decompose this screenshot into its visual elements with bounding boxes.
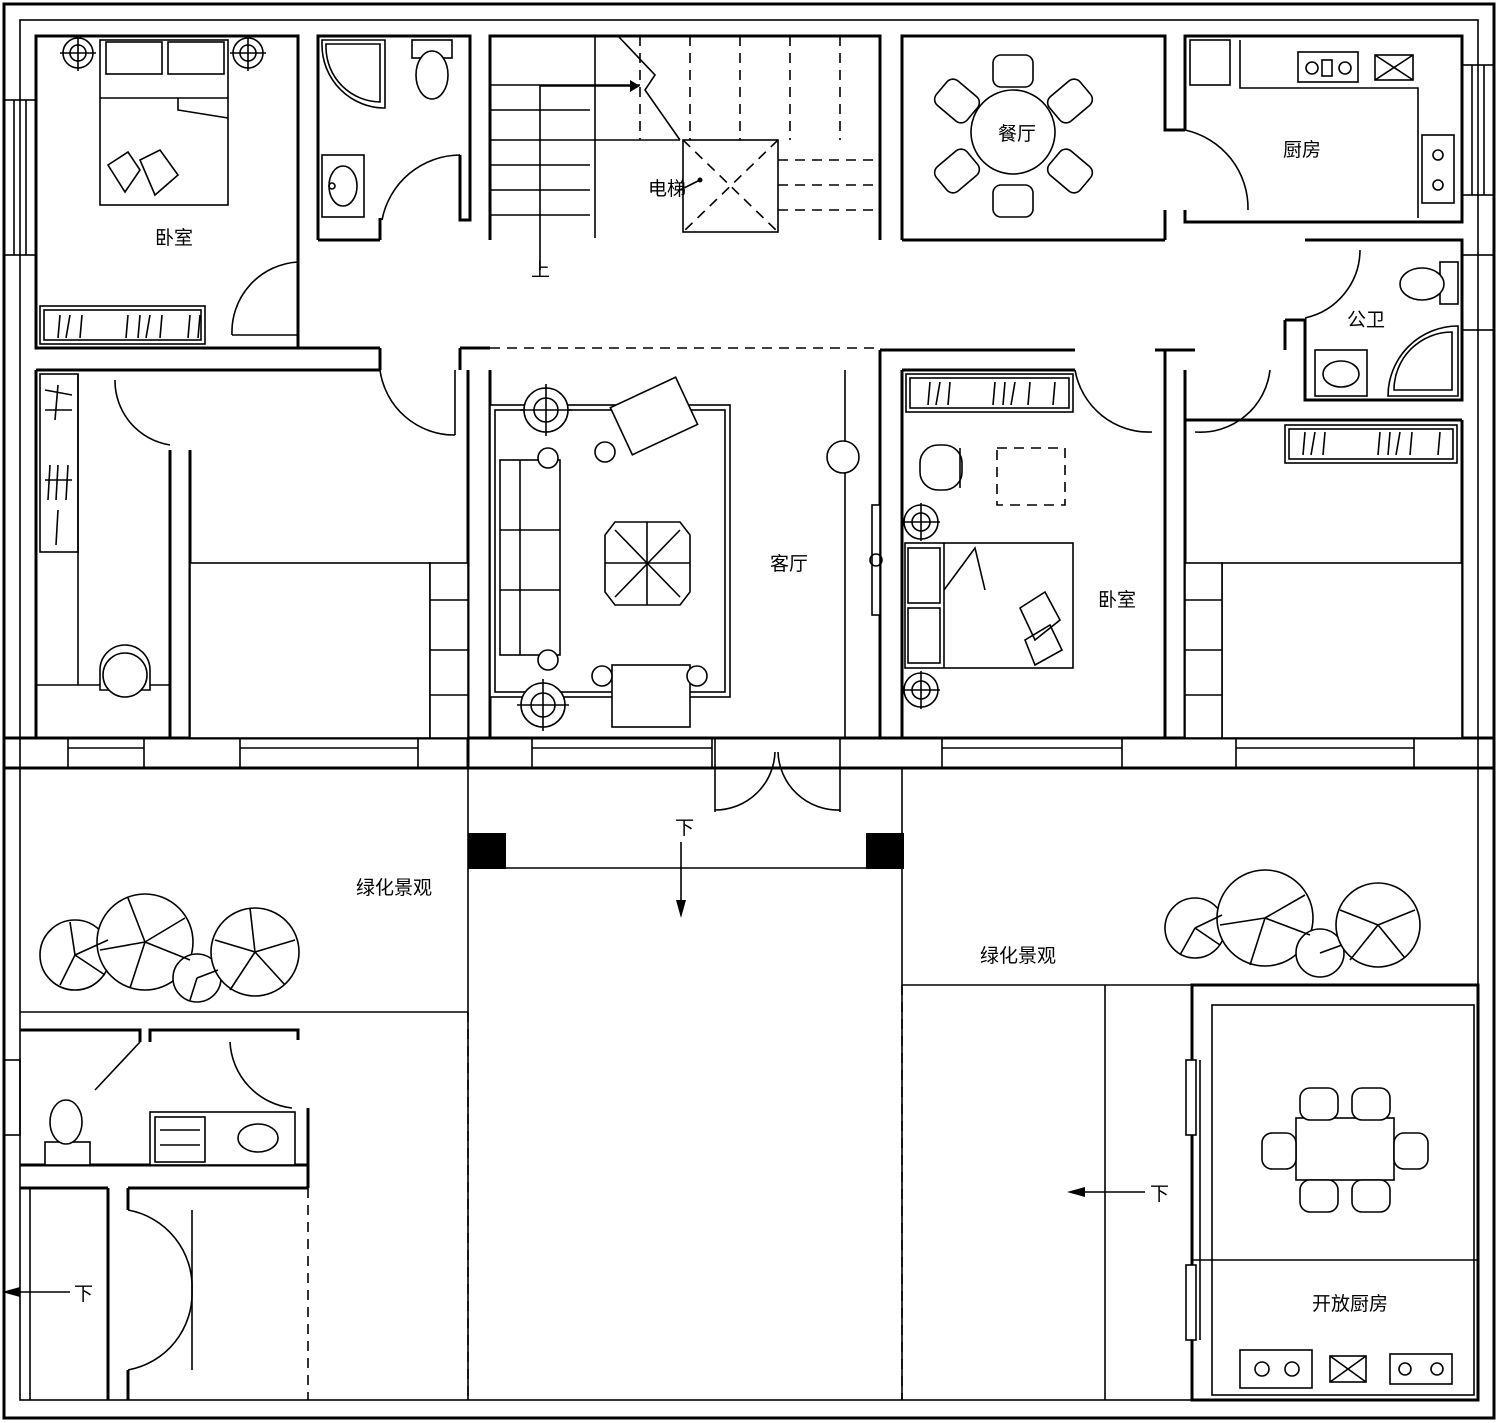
east-room-furniture bbox=[1184, 424, 1463, 739]
bedroom-mid-label: 卧室 bbox=[1098, 589, 1136, 611]
bathroom-fixtures bbox=[321, 39, 453, 218]
down-right-label: 下 bbox=[1150, 1183, 1169, 1205]
bedroom-nw-label: 卧室 bbox=[155, 227, 193, 249]
bedroom-nw-furniture: 卧室 bbox=[39, 35, 266, 345]
garden-left: 绿化景观 bbox=[39, 877, 432, 1003]
stair-up-label: 上 bbox=[531, 259, 550, 281]
living-label: 客厅 bbox=[770, 553, 808, 575]
garden-left-label: 绿化景观 bbox=[356, 877, 432, 899]
elevator-label: 电梯 bbox=[648, 178, 686, 200]
garden-right: 绿化景观 bbox=[980, 869, 1421, 978]
windows bbox=[3, 64, 1495, 769]
dining-table: 餐厅 bbox=[933, 54, 1094, 218]
down-left-label: 下 bbox=[74, 1283, 93, 1305]
down-center-label: 下 bbox=[675, 817, 694, 839]
courtyard: 下 下 下 bbox=[2, 768, 1478, 1400]
garden-right-label: 绿化景观 bbox=[980, 945, 1056, 967]
sw-bathroom bbox=[3, 1028, 310, 1400]
doors bbox=[114, 129, 1361, 812]
kitchen-fixtures: 厨房 bbox=[1189, 39, 1455, 218]
open-kitchen: 开放厨房 bbox=[1185, 983, 1480, 1402]
public-bath-label: 公卫 bbox=[1347, 309, 1385, 331]
public-bath-fixtures: 公卫 bbox=[1314, 261, 1459, 397]
open-kitchen-label: 开放厨房 bbox=[1312, 1293, 1388, 1315]
living-room-furniture: 客厅 bbox=[489, 376, 883, 731]
staircase bbox=[490, 35, 880, 270]
kitchen-label: 厨房 bbox=[1283, 139, 1321, 161]
west-room-furniture bbox=[36, 373, 469, 739]
dining-label: 餐厅 bbox=[998, 123, 1036, 145]
bedroom-mid-furniture: 卧室 bbox=[902, 373, 1136, 709]
